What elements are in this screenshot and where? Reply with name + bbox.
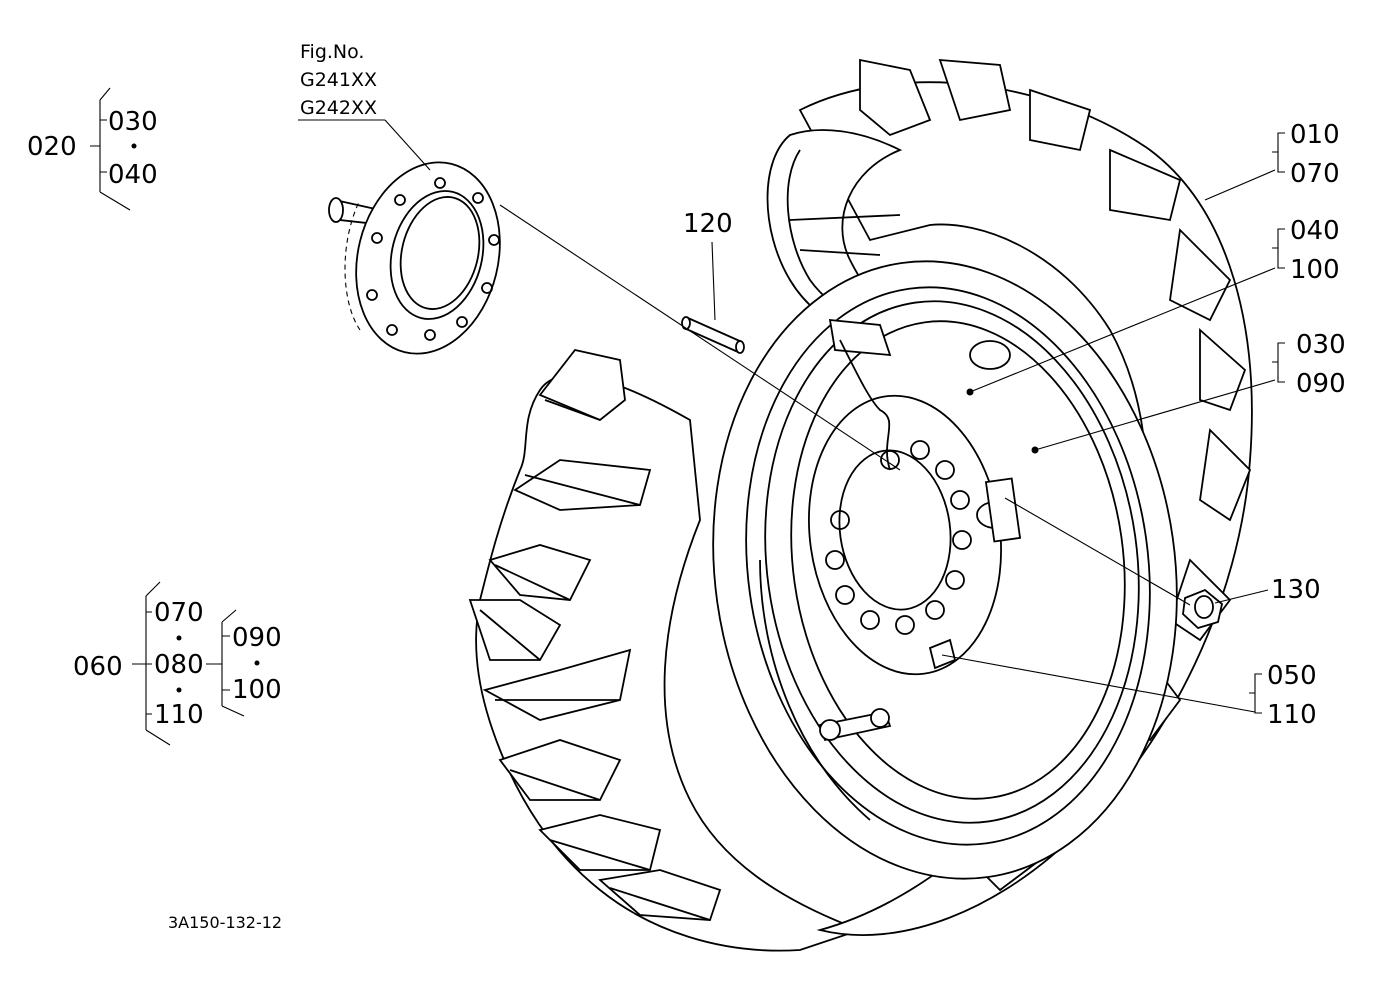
group-060-child-3: 110 <box>154 700 204 730</box>
callout-030: 030 <box>1296 330 1346 360</box>
group-020-bracket <box>90 87 131 211</box>
callout-040: 040 <box>1290 216 1340 246</box>
callout-110: 110 <box>1267 700 1317 730</box>
callout-100: 100 <box>1290 255 1340 285</box>
valve-stem <box>818 708 892 742</box>
nut <box>1182 588 1223 630</box>
wheel-disc <box>808 394 1002 676</box>
group-060-parent: 060 <box>73 652 123 682</box>
callout-brackets <box>1249 132 1285 714</box>
fig-code-1: G241XX <box>300 69 377 91</box>
group-020-child-1: 030 <box>108 107 158 137</box>
tube-flap <box>828 318 1022 543</box>
callout-130: 130 <box>1271 575 1321 605</box>
stud-bolt <box>681 316 745 354</box>
fig-heading: Fig.No. <box>300 41 364 63</box>
group-060-sub-2: 100 <box>232 675 282 705</box>
callout-070: 070 <box>1290 159 1340 189</box>
callout-050: 050 <box>1267 661 1317 691</box>
group-060-sub-1: 090 <box>232 623 282 653</box>
callout-090: 090 <box>1296 369 1346 399</box>
tire-rear-tread <box>468 348 863 952</box>
fig-code-2: G242XX <box>300 97 377 119</box>
drawing-number: 3A150-132-12 <box>168 913 282 932</box>
group-060-child-2: 080 <box>154 650 204 680</box>
group-060-bracket <box>132 581 245 746</box>
leader-lines <box>298 119 1276 713</box>
axle-hub <box>328 161 501 355</box>
callout-120: 120 <box>683 209 733 239</box>
group-020-child-2: 040 <box>108 160 158 190</box>
group-060-child-1: 070 <box>154 598 204 628</box>
callout-010: 010 <box>1290 120 1340 150</box>
rim-slot <box>928 638 957 670</box>
group-020-parent: 020 <box>27 132 77 162</box>
